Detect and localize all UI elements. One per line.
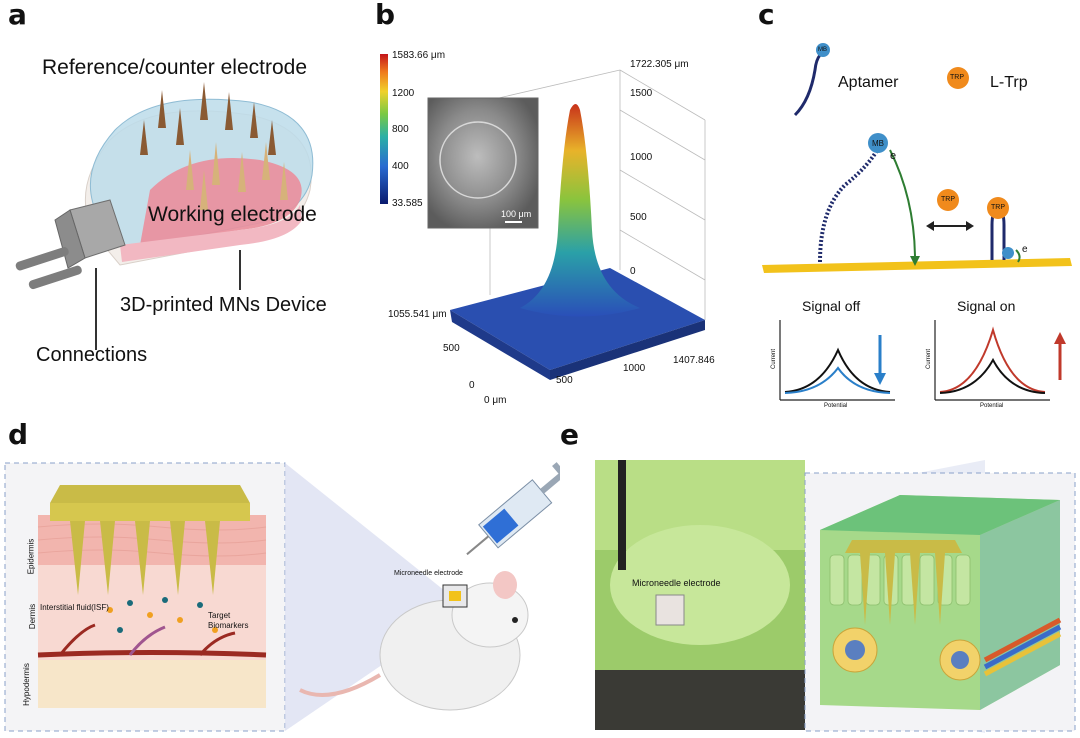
mb-label: MB <box>872 139 884 148</box>
colorbar-tick-800: 800 <box>392 124 409 135</box>
device-label: 3D-printed MNs Device <box>120 294 327 316</box>
colorbar-min-label: 33.585 <box>392 198 423 209</box>
colorbar <box>380 54 388 204</box>
potential-axis-on: Potential <box>980 403 1004 409</box>
panel-b-3d-profile <box>370 40 730 415</box>
mb-legend-label: MB <box>818 47 827 53</box>
x-axis-end-label: 1407.846 <box>673 355 715 366</box>
z-tick-0: 0 <box>630 266 636 277</box>
panel-a-device-illustration <box>0 30 370 410</box>
connections-label: Connections <box>36 344 148 366</box>
skin-mouse-drawing <box>4 462 574 732</box>
trp-center-label: TRP <box>941 196 955 203</box>
panel-e-plant-model <box>590 455 1080 733</box>
mouse-microneedle-label: Microneedle electrode <box>394 570 463 577</box>
colorbar-max-label: 1583.66 μm <box>392 50 446 61</box>
sem-inset <box>427 97 539 229</box>
mechanism-drawing <box>762 43 1072 401</box>
panel-d-mouse-model <box>0 455 574 733</box>
hypodermis-label: Hypodermis <box>21 663 31 706</box>
y-tick-500: 500 <box>443 343 460 354</box>
trp-legend-label: TRP <box>950 74 964 81</box>
panel-letter-e: e <box>560 418 579 451</box>
plant-leaf-drawing <box>595 460 1076 733</box>
current-axis-off: Current <box>771 348 778 370</box>
profile-plot <box>380 54 706 380</box>
signal-on-label: Signal on <box>957 298 1016 314</box>
electron-label: e <box>890 150 897 162</box>
panel-letter-c: c <box>758 0 775 31</box>
potential-axis-off: Potential <box>824 403 848 409</box>
biomarkers-label: Biomarkers <box>208 621 249 630</box>
panel-c-sensing-mechanism <box>750 30 1080 420</box>
y-axis-label: 1055.541 μm <box>388 309 447 320</box>
x-tick-500: 500 <box>556 375 573 386</box>
z-tick-500: 500 <box>630 212 647 223</box>
isf-label: Interstitial fluid(ISF) <box>40 603 109 612</box>
z-tick-1000: 1000 <box>630 152 653 163</box>
colorbar-tick-400: 400 <box>392 161 409 172</box>
signal-off-label: Signal off <box>802 298 861 314</box>
panel-letter-a: a <box>8 0 27 31</box>
panel-letter-d: d <box>8 418 29 451</box>
target-label: Target <box>208 611 231 620</box>
origin-0-label: 0 <box>469 380 475 391</box>
panel-letter-b: b <box>375 0 396 31</box>
ltrp-label: L-Trp <box>990 74 1028 91</box>
trp-bound-label: TRP <box>991 204 1005 211</box>
plant-microneedle-label: Microneedle electrode <box>632 578 721 588</box>
current-axis-on: Current <box>926 348 933 370</box>
reference-electrode-label: Reference/counter electrode <box>42 56 307 79</box>
z-tick-1500: 1500 <box>630 88 653 99</box>
device-drawing <box>15 82 314 350</box>
colorbar-tick-1200: 1200 <box>392 88 415 99</box>
origin-um-label: 0 μm <box>484 395 507 406</box>
z-axis-top-label: 1722.305 μm <box>630 59 689 70</box>
scale-bar-label: 100 μm <box>501 209 532 219</box>
dermis-label: Dermis <box>28 603 38 630</box>
epidermis-label: Epidermis <box>26 538 36 575</box>
aptamer-label: Aptamer <box>838 74 899 91</box>
x-tick-1000: 1000 <box>623 363 646 374</box>
working-electrode-label: Working electrode <box>148 203 317 226</box>
electron-small-label: e <box>1022 244 1028 255</box>
